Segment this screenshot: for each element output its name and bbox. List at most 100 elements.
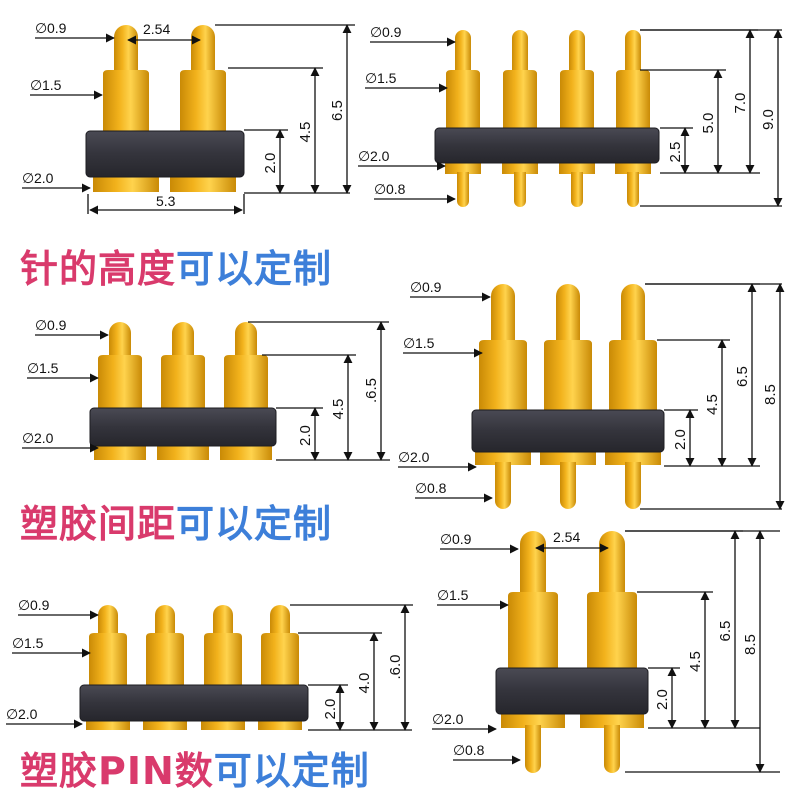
diameter-symbol: ∅ xyxy=(432,712,444,728)
height-dimension: 2.0 xyxy=(648,667,680,729)
pin-tail xyxy=(457,172,469,207)
pin-barrel xyxy=(103,70,149,140)
pin-barrel xyxy=(146,633,184,690)
pin-barrel xyxy=(560,70,594,130)
pitch-value: 2.54 xyxy=(143,21,170,37)
plastic-insulator xyxy=(434,127,660,164)
height-dimension: 6.5 xyxy=(215,24,355,194)
dimension-value: 4.5 xyxy=(704,394,721,415)
connector-2pin-smd: ∅0.9∅1.5∅2.02.545.32.04.56.5 xyxy=(22,20,355,215)
diameter-callout: ∅1.5 xyxy=(437,587,509,610)
diameter-callout: ∅1.5 xyxy=(403,335,483,358)
pin-barrel xyxy=(544,340,592,420)
diameter-symbol: ∅ xyxy=(403,336,415,352)
dimension-value: 2.0 xyxy=(262,153,279,174)
dimension-value: 2.0 xyxy=(654,689,671,710)
caption-pin-height: 针的高度可以定制 xyxy=(20,250,332,288)
dimension-value: .6.0 xyxy=(387,654,404,679)
diameter-callout: ∅0.9 xyxy=(35,20,115,43)
height-dimension: 9.0 xyxy=(640,29,783,207)
pin-tail xyxy=(627,172,639,207)
diameter-symbol: ∅ xyxy=(358,149,370,165)
plastic-insulator xyxy=(85,130,245,178)
dimension-value: 4.0 xyxy=(356,673,373,694)
diameter-value: 0.8 xyxy=(386,181,406,197)
diameter-value: 1.5 xyxy=(42,77,62,93)
pin-base-flange xyxy=(93,176,159,192)
pin-tail xyxy=(514,172,526,207)
diameter-callout: ∅1.5 xyxy=(365,70,448,93)
pin-tail xyxy=(571,172,583,207)
dimension-value: .6.5 xyxy=(363,378,380,403)
height-dimension: 4.5 xyxy=(262,354,356,461)
plastic-insulator xyxy=(471,409,665,453)
diameter-value: 0.8 xyxy=(465,742,485,758)
pin-tail xyxy=(625,462,641,509)
pin-tail xyxy=(525,725,541,773)
diameter-value: 1.5 xyxy=(24,635,44,651)
plastic-insulator xyxy=(495,667,649,715)
diameter-symbol: ∅ xyxy=(30,78,42,94)
caption-red-part: 塑胶PIN数 xyxy=(20,749,214,793)
caption-plastic-pin-count: 塑胶PIN数可以定制 xyxy=(20,752,370,790)
caption-plastic-pitch: 塑胶间距可以定制 xyxy=(20,505,332,543)
pin-barrel xyxy=(180,70,226,140)
connector-4pin-through-hole: ∅0.9∅1.5∅2.0∅0.82.55.07.09.0 xyxy=(358,24,783,207)
diameter-value: 1.5 xyxy=(415,335,435,351)
diameter-value: 1.5 xyxy=(377,70,397,86)
pin-tail xyxy=(560,462,576,509)
diameter-symbol: ∅ xyxy=(374,182,386,198)
dimension-value: 6.5 xyxy=(717,621,734,642)
diameter-callout: ∅0.9 xyxy=(410,279,491,302)
pin-barrel xyxy=(616,70,650,130)
pin-tail xyxy=(495,462,511,509)
height-dimension: .6.5 xyxy=(248,321,389,461)
pin-barrel xyxy=(224,355,268,415)
dimension-value: 5.0 xyxy=(700,113,717,134)
diameter-symbol: ∅ xyxy=(370,25,382,41)
diameter-value: 0.9 xyxy=(382,24,402,40)
diameter-callout: ∅2.0 xyxy=(6,706,83,729)
plastic-insulator xyxy=(89,407,277,447)
diameter-callout: ∅1.5 xyxy=(27,360,99,383)
diameter-symbol: ∅ xyxy=(410,280,422,296)
connector-2pin-through-hole: ∅0.9∅1.5∅2.0∅0.82.542.04.56.58.5 xyxy=(432,529,780,773)
pin-barrel xyxy=(587,592,637,680)
pin-barrel xyxy=(89,633,127,690)
diameter-symbol: ∅ xyxy=(440,532,452,548)
plastic-insulator xyxy=(79,684,309,722)
diameter-symbol: ∅ xyxy=(453,743,465,759)
diameter-callout: ∅0.8 xyxy=(453,742,521,765)
diameter-symbol: ∅ xyxy=(415,481,427,497)
diameter-callout: ∅0.9 xyxy=(440,531,519,554)
pin-barrel xyxy=(261,633,299,690)
diameter-callout: ∅0.8 xyxy=(415,480,493,503)
diameter-callout: ∅1.5 xyxy=(30,77,103,100)
diameter-value: 2.0 xyxy=(34,170,54,186)
height-dimension: 2.5 xyxy=(660,127,693,174)
pin-barrel xyxy=(161,355,205,415)
diameter-symbol: ∅ xyxy=(12,636,24,652)
diameter-symbol: ∅ xyxy=(27,361,39,377)
diameter-callout: ∅2.0 xyxy=(22,430,99,453)
diameter-value: 0.9 xyxy=(452,531,472,547)
diameter-value: 2.0 xyxy=(18,706,38,722)
width-value: 5.3 xyxy=(156,193,176,209)
diameter-value: 2.0 xyxy=(410,449,430,465)
pin-barrel xyxy=(446,70,480,130)
height-dimension: 5.0 xyxy=(640,69,726,174)
height-dimension: 2.0 xyxy=(308,684,348,731)
diameter-value: 0.9 xyxy=(422,279,442,295)
pin-barrel xyxy=(479,340,527,420)
diameter-callout: ∅2.0 xyxy=(432,711,497,734)
dimension-value: 6.5 xyxy=(329,100,346,121)
dimension-value: 4.5 xyxy=(330,399,347,420)
diameter-value: 0.8 xyxy=(427,480,447,496)
diameter-symbol: ∅ xyxy=(22,431,34,447)
dimension-value: 6.5 xyxy=(734,366,751,387)
diameter-value: 0.9 xyxy=(30,597,50,613)
diameter-value: 2.0 xyxy=(34,430,54,446)
dimension-value: 4.5 xyxy=(687,651,704,672)
pin-barrel xyxy=(98,355,142,415)
